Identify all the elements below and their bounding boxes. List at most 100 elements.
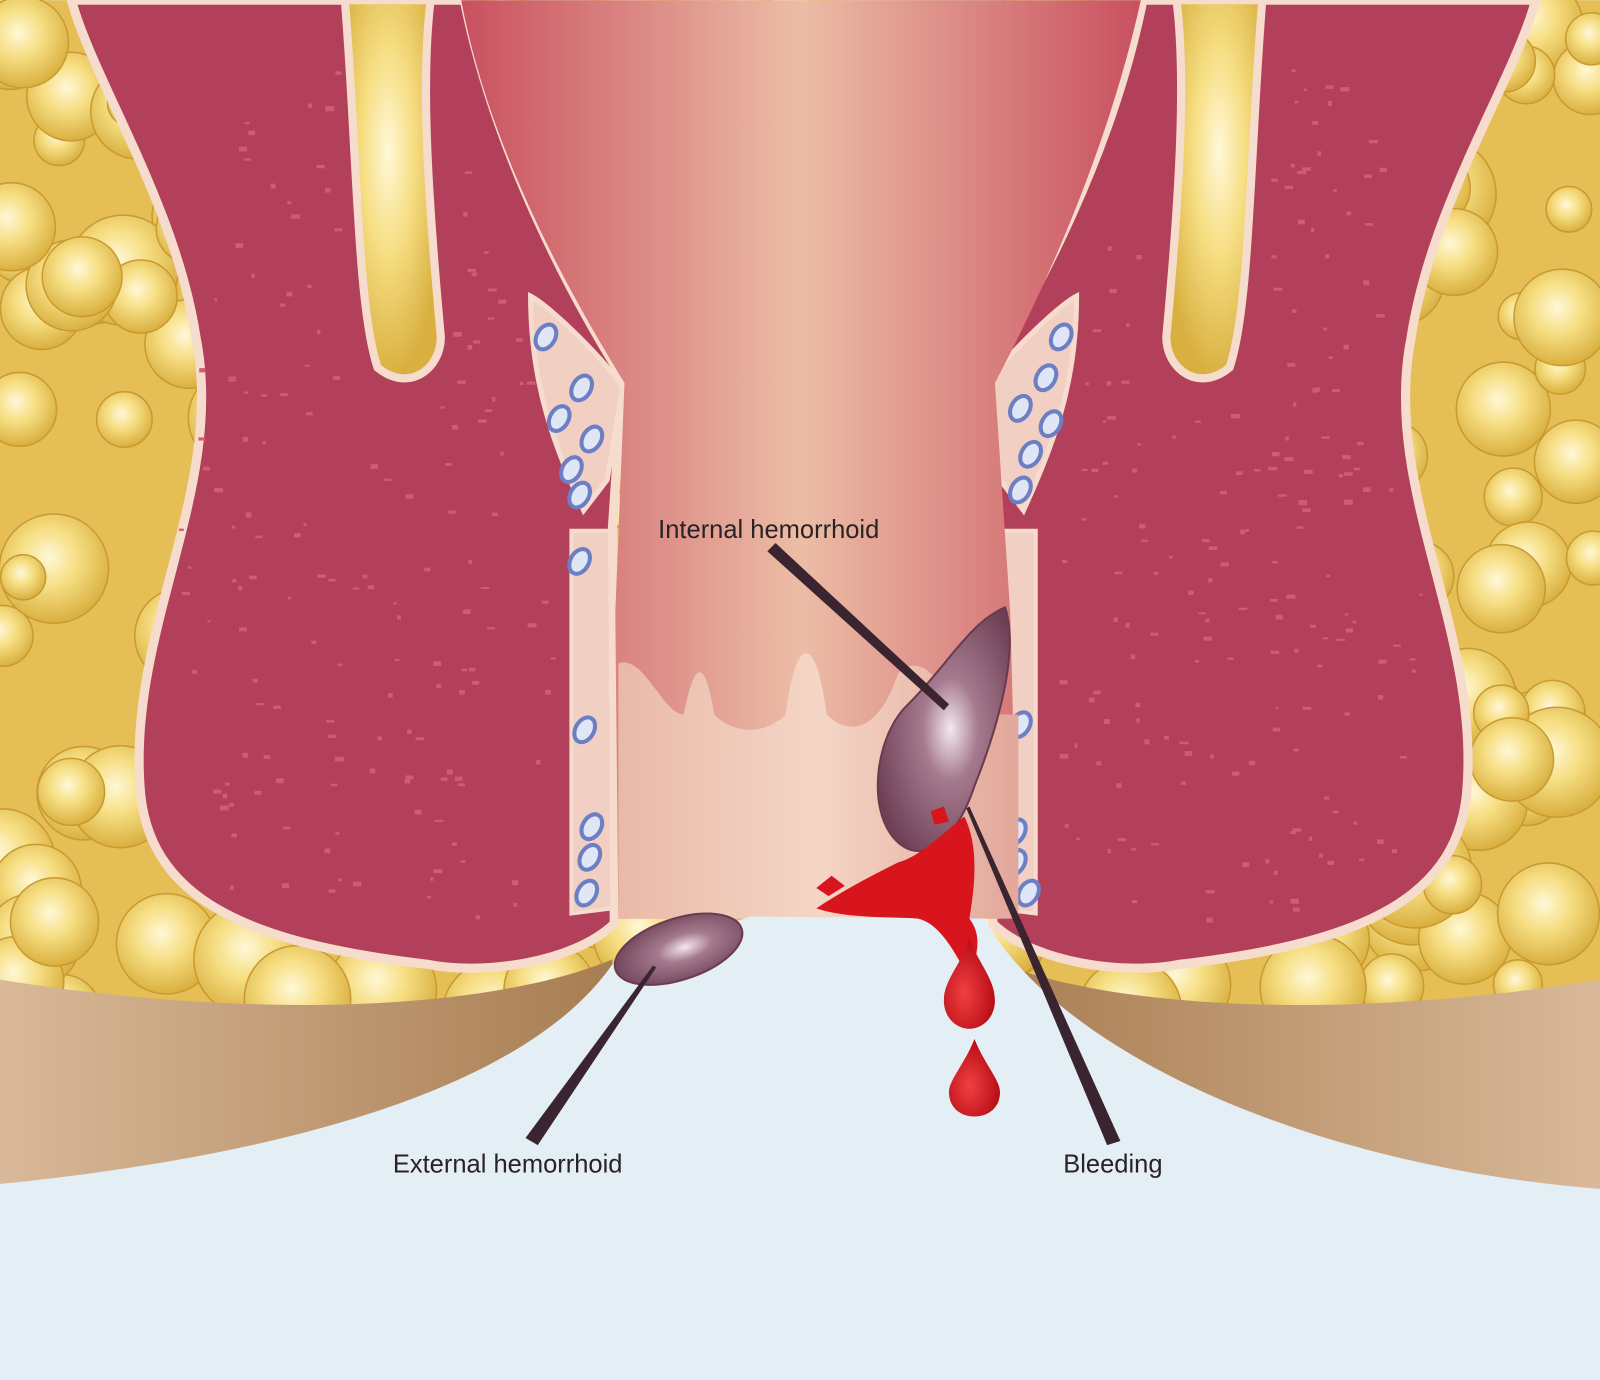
muscle-speckle <box>1219 490 1227 495</box>
muscle-speckle <box>448 510 456 514</box>
muscle-speckle <box>526 381 536 385</box>
muscle-speckle <box>249 575 257 580</box>
muscle-speckle <box>1208 578 1213 583</box>
muscle-speckle <box>405 494 414 499</box>
muscle-speckle <box>1296 526 1304 529</box>
muscle-speckle <box>330 783 338 787</box>
muscle-speckle <box>1323 327 1327 331</box>
muscle-speckle <box>468 559 472 565</box>
muscle-speckle <box>214 298 218 301</box>
muscle-speckle <box>214 488 223 493</box>
muscle-speckle <box>460 860 466 863</box>
fat-globule <box>0 371 58 448</box>
muscle-speckle <box>1292 828 1302 832</box>
muscle-speckle <box>440 777 448 781</box>
muscle-speckle <box>1248 760 1256 766</box>
muscle-speckle <box>1352 620 1357 624</box>
muscle-speckle <box>1245 528 1249 533</box>
muscle-speckle <box>370 464 379 469</box>
muscle-speckle <box>414 809 422 815</box>
muscle-speckle <box>178 528 184 531</box>
fat-globule <box>0 604 34 668</box>
muscle-speckle <box>1321 436 1330 439</box>
muscle-speckle <box>1126 323 1130 328</box>
muscle-speckle <box>1081 518 1087 521</box>
muscle-speckle <box>484 409 493 413</box>
muscle-speckle <box>1368 139 1378 144</box>
muscle-speckle <box>1113 617 1118 623</box>
muscle-speckle <box>1208 546 1218 551</box>
muscle-speckle <box>1091 468 1099 473</box>
muscle-speckle <box>1059 753 1069 759</box>
skin-left <box>0 959 613 1189</box>
muscle-speckle <box>491 512 498 517</box>
muscle-speckle <box>1059 680 1068 685</box>
muscle-speckle <box>451 424 459 430</box>
muscle-speckle <box>1271 255 1277 259</box>
muscle-speckle <box>239 627 247 632</box>
muscle-speckle <box>1227 657 1234 660</box>
muscle-speckle <box>1362 487 1371 493</box>
muscle-speckle <box>317 329 321 334</box>
muscle-speckle <box>187 566 192 569</box>
muscle-speckle <box>1153 571 1159 575</box>
muscle-speckle <box>536 759 541 765</box>
muscle-speckle <box>512 880 519 886</box>
muscle-speckle <box>1302 167 1311 171</box>
muscle-speckle <box>1107 848 1111 854</box>
muscle-speckle <box>1327 100 1332 107</box>
muscle-speckle <box>377 736 382 741</box>
muscle-speckle <box>1242 862 1250 868</box>
muscle-speckle <box>251 273 255 278</box>
muscle-speckle <box>433 869 443 874</box>
muscle-speckle <box>1342 455 1351 460</box>
fat-globule <box>0 181 57 272</box>
muscle-speckle <box>1393 644 1401 647</box>
muscle-speckle <box>1102 461 1109 465</box>
muscle-speckle <box>1144 739 1150 745</box>
muscle-speckle <box>198 437 205 441</box>
muscle-speckle <box>1180 781 1186 785</box>
muscle-speckle <box>1357 442 1364 446</box>
muscle-speckle <box>1389 487 1394 492</box>
muscle-speckle <box>1272 727 1281 732</box>
fat-globule <box>9 877 100 967</box>
vessel-cell <box>567 480 592 510</box>
muscle-speckle <box>467 268 476 272</box>
muscle-speckle <box>440 406 446 409</box>
muscle-speckle <box>1294 648 1299 653</box>
internal-hemorrhoid <box>876 605 1011 853</box>
muscle-speckle <box>326 720 335 723</box>
muscle-speckle <box>1310 624 1316 628</box>
muscle-speckle <box>500 451 504 456</box>
muscle-speckle <box>238 586 243 591</box>
muscle-speckle <box>1136 718 1140 723</box>
muscle-speckle <box>1131 848 1137 851</box>
muscle-speckle <box>1064 824 1069 828</box>
muscle-speckle <box>1205 618 1210 623</box>
muscle-speckle <box>1336 638 1345 642</box>
muscle-speckle <box>516 338 523 342</box>
muscle-speckle <box>244 121 250 125</box>
muscle-speckle <box>1344 613 1349 616</box>
muscle-speckle <box>1363 280 1370 286</box>
fat-globule <box>0 0 70 89</box>
muscle-speckle <box>1302 706 1312 710</box>
muscle-speckle <box>1344 712 1350 716</box>
muscle-speckle <box>291 214 300 219</box>
muscle-speckle <box>1343 344 1349 350</box>
muscle-speckle <box>1107 246 1112 251</box>
muscle-speckle <box>229 885 234 891</box>
muscle-speckle <box>424 567 431 572</box>
vessel-cell <box>533 322 559 352</box>
muscle-speckle <box>1271 451 1280 457</box>
muscle-speckle <box>1184 751 1193 756</box>
muscle-speckle <box>335 71 342 75</box>
muscle-speckle <box>527 623 537 628</box>
muscle-speckle <box>1277 494 1287 497</box>
external-hemorrhoid <box>613 912 744 986</box>
blood-drop <box>948 1038 1000 1117</box>
muscle-speckle <box>1232 771 1240 776</box>
vessel-cell <box>579 424 605 454</box>
muscle-speckle <box>1130 654 1136 660</box>
